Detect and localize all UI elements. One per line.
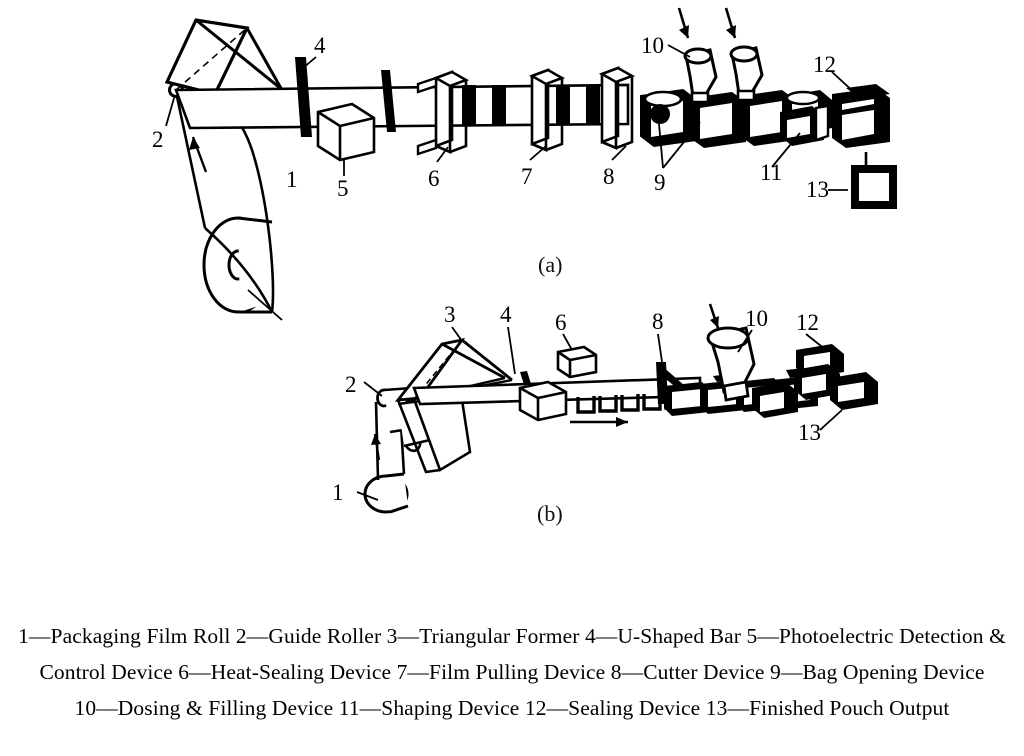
callout-label-a-8: 8 — [603, 164, 615, 189]
callout-label-b-12: 12 — [796, 310, 819, 335]
callout-label-b-10: 10 — [745, 306, 768, 331]
callout-label-a-13: 13 — [806, 177, 829, 202]
callout-label-b-8: 8 — [652, 309, 664, 334]
callout-label-b-6: 6 — [555, 310, 567, 335]
legend-line-3: 10—Dosing & Filling Device 11—Shaping De… — [74, 696, 950, 720]
fill-arrow-1-a — [677, 7, 690, 39]
finished-pouch-output-a — [851, 165, 897, 209]
film-pulling-device-a — [528, 68, 566, 152]
callout-label-b-2: 2 — [345, 372, 357, 397]
subfigure-b: 1 2 3 4 6 8 10 12 13 (b) — [332, 302, 878, 526]
callout-label-a-1: 1 — [286, 167, 298, 192]
callout-label-a-5: 5 — [337, 176, 349, 201]
callout-label-a-11: 11 — [760, 160, 782, 185]
callout-label-b-4: 4 — [500, 302, 512, 327]
callout-label-a-10: 10 — [641, 33, 664, 58]
film-direction-arrow-b — [371, 433, 381, 461]
callout-label-a-2: 2 — [152, 127, 164, 152]
leader-lines-b — [356, 326, 843, 501]
callout-label-a-9: 9 — [654, 170, 666, 195]
callout-label-b-3: 3 — [444, 302, 456, 327]
callout-label-a-7: 7 — [521, 164, 533, 189]
callout-label-b-1: 1 — [332, 480, 344, 505]
sealing-device-a — [832, 84, 890, 148]
heat-sealing-device-a — [416, 70, 470, 156]
u-shaped-bar-a — [295, 57, 312, 137]
shaping-device-b — [752, 382, 798, 418]
heat-sealing-device-b — [556, 345, 598, 379]
finished-pouch-output-b — [830, 372, 878, 410]
sealing-device-b — [794, 344, 844, 400]
filling-station-1-a — [683, 47, 746, 148]
conveyor-direction-arrow-b — [570, 417, 628, 427]
cutter-device-a — [598, 66, 636, 150]
fill-arrow-2-a — [724, 7, 737, 39]
film-band-a — [174, 83, 630, 130]
shaping-device-a — [780, 90, 832, 146]
callout-label-a-6: 6 — [428, 166, 440, 191]
leader-lines-a — [165, 44, 857, 321]
film-direction-arrow-a — [189, 136, 208, 173]
subfigure-a-label: (a) — [538, 252, 562, 277]
photoelectric-detection-device-a — [316, 102, 376, 162]
support-bar-a — [381, 70, 396, 132]
figure-legend: 1—Packaging Film Roll 2—Guide Roller 3—T… — [0, 618, 1024, 726]
photoelectric-detection-device-b — [518, 380, 568, 422]
callout-label-b-13: 13 — [798, 420, 821, 445]
subfigure-a: 1 2 4 5 6 7 8 9 10 11 12 13 (a) — [152, 7, 897, 321]
packaging-film-roll-b — [363, 472, 409, 514]
legend-line-2: Control Device 6—Heat-Sealing Device 7—F… — [39, 660, 985, 684]
legend-line-1: 1—Packaging Film Roll 2—Guide Roller 3—T… — [18, 624, 1006, 648]
subfigure-b-label: (b) — [537, 501, 563, 526]
callout-label-a-12: 12 — [813, 52, 836, 77]
callout-label-a-4: 4 — [314, 33, 326, 58]
